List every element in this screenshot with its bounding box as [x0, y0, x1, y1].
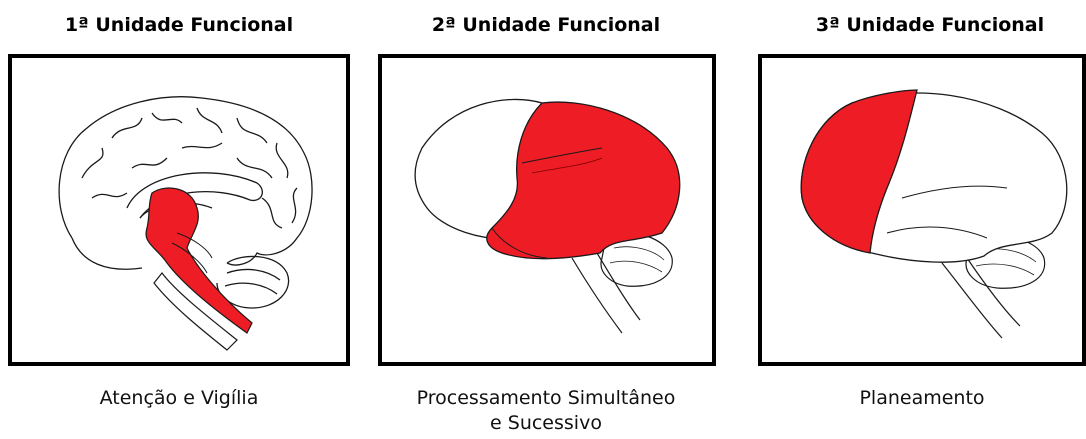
unit-2-caption-line-2: e Sucessivo — [490, 412, 602, 434]
unit-3-frame — [758, 54, 1086, 366]
unit-2-caption: Processamento Simultâneo e Sucessivo — [370, 386, 722, 436]
unit-2-caption-line-1: Processamento Simultâneo — [416, 387, 676, 409]
unit-1-frame — [8, 54, 350, 366]
unit-3-title: 3ª Unidade Funcional — [815, 14, 1045, 36]
frontal-cortex-highlight — [800, 89, 918, 254]
posterior-cortex-highlight — [486, 101, 681, 260]
unit-3-caption: Planeamento — [859, 387, 985, 409]
brain-sagittal-illustration — [58, 96, 313, 351]
brain-lateral-illustration-posterior — [414, 98, 681, 334]
unit-2-frame — [378, 54, 716, 366]
unit-1-caption: Atenção e Vigília — [99, 387, 259, 409]
brain-lateral-illustration-frontal — [800, 89, 1068, 339]
unit-1-title: 1ª Unidade Funcional — [64, 14, 294, 36]
brainstem-highlight — [145, 187, 253, 334]
unit-2-title: 2ª Unidade Funcional — [431, 14, 661, 36]
